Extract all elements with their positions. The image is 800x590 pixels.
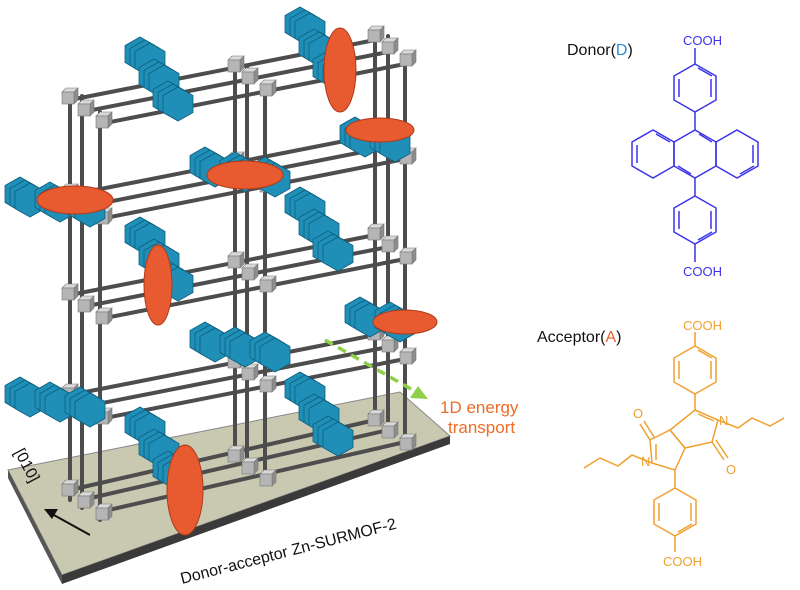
axis-arrow (44, 509, 91, 536)
donor-title-prefix: Donor( (567, 42, 617, 59)
transport-label-line1: 1D energy (440, 398, 519, 417)
transport-label-line2: transport (448, 418, 515, 437)
acceptor-disks (36, 27, 438, 536)
donor-top-cooh: COOH (683, 33, 722, 48)
acceptor-atom-o1: O (726, 462, 736, 477)
acceptor-title: Acceptor(A) (537, 329, 621, 346)
acceptor-top-cooh: COOH (683, 318, 722, 333)
donor-bottom-cooh: COOH (683, 264, 722, 279)
acceptor-atom-n1: N (719, 413, 728, 428)
acceptor-atom-o2: O (633, 406, 643, 421)
donor-title-letter: D (616, 42, 628, 59)
donor-title-suffix: ) (627, 42, 632, 59)
acceptor-structure (583, 332, 785, 552)
donor-structure (631, 48, 759, 262)
acceptor-title-suffix: ) (616, 329, 621, 346)
donor-title: Donor(D) (567, 42, 633, 59)
acceptor-bottom-cooh: COOH (663, 554, 702, 569)
acceptor-atom-n2: N (641, 454, 650, 469)
acceptor-title-letter: A (605, 329, 616, 346)
energy-transport-arrow (324, 338, 428, 399)
acceptor-title-prefix: Acceptor( (537, 329, 606, 346)
